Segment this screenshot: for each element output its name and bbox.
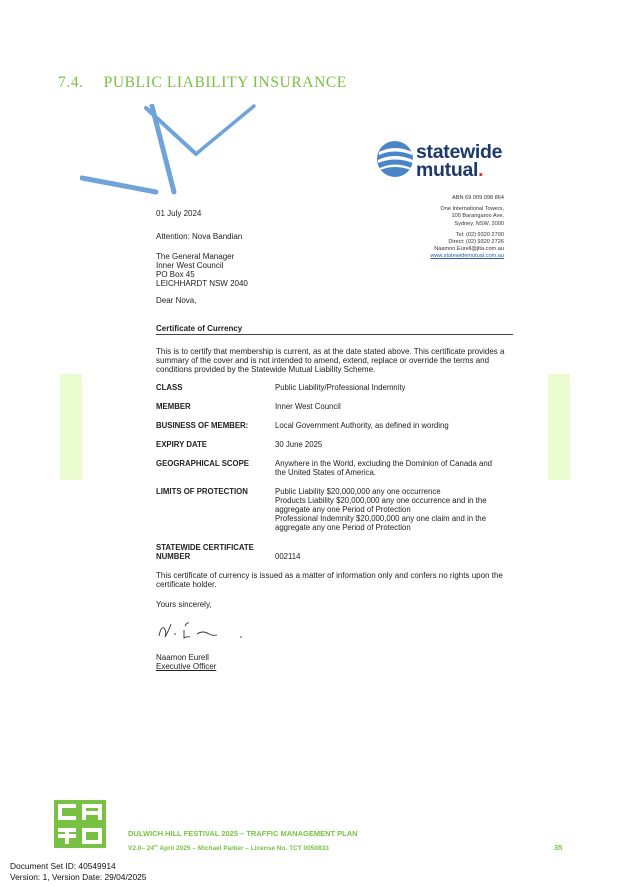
certificate-title: Certificate of Currency	[156, 324, 243, 333]
certificate-title-rule	[156, 334, 513, 335]
limits-line: Public Liability $20,000,000 any one occ…	[275, 487, 441, 496]
address-line: Sydney, NSW, 2000	[454, 220, 504, 227]
logo-line-2: mutual	[416, 159, 479, 181]
closing-paragraph: This certificate of currency is issued a…	[156, 571, 503, 589]
cert-number-label-line: NUMBER	[156, 552, 191, 561]
closing-line: This certificate of currency is issued a…	[156, 571, 503, 580]
row-label-class: CLASS	[156, 383, 183, 392]
intro-line: summary of the cover and is not intended…	[156, 356, 490, 365]
decorative-strokes	[80, 104, 256, 195]
insurer-direct: Direct: (02) 9320 2726	[448, 239, 504, 246]
row-value-limits: Public Liability $20,000,000 any one occ…	[275, 487, 515, 532]
section-heading: 7.4. PUBLIC LIABILITY INSURANCE	[58, 74, 347, 92]
insurer-website-link[interactable]: www.statewidemutual.com.au	[430, 253, 504, 260]
scope-line: the United States of America.	[275, 468, 376, 477]
statewide-mutual-logo-icon	[377, 141, 413, 177]
signoff: Yours sincerely,	[156, 600, 212, 609]
row-label-expiry: EXPIRY DATE	[156, 440, 207, 449]
row-label-scope: GEOGRAPHICAL SCOPE	[156, 459, 249, 468]
recipient-line: LEICHHARDT NSW 2040	[156, 279, 248, 288]
insurer-abn: ABN 69 009 098 864	[452, 195, 504, 201]
footer-version: V2.0– 24	[128, 845, 155, 853]
insurer-email: Naamon.Eurell@jlta.com.au	[434, 246, 504, 253]
row-value-expiry: 30 June 2025	[275, 440, 323, 449]
attention-line: Attention: Nova Bandian	[156, 232, 243, 241]
insurer-address-block: ABN 69 009 098 864 One International Tow…	[430, 195, 504, 261]
recipient-line: Inner West Council	[156, 261, 224, 270]
row-value-scope: Anywhere in the World, excluding the Dom…	[275, 459, 515, 477]
right-green-bar	[548, 374, 570, 480]
cert-number-label-line: STATEWIDE CERTIFICATE	[156, 543, 254, 552]
section-number: 7.4.	[58, 74, 84, 91]
signature-image	[158, 622, 242, 639]
limits-line: aggregate any one Period of Protection	[275, 523, 411, 532]
section-title: PUBLIC LIABILITY INSURANCE	[103, 74, 347, 91]
document-set-id: Document Set ID: 40549914	[10, 861, 116, 871]
recipient-line: The General Manager	[156, 252, 235, 261]
row-value-cert-number: 002114	[275, 552, 301, 561]
row-label-limits: LIMITS OF PROTECTION	[156, 487, 248, 496]
address-line: One International Towers,	[440, 206, 504, 213]
row-label-member: MEMBER	[156, 402, 191, 411]
closing-line: certificate holder.	[156, 580, 217, 589]
intro-paragraph: This is to certify that membership is cu…	[156, 347, 504, 374]
footer-details: April 2025 – Michael Parker – License No…	[157, 845, 329, 853]
intro-line: This is to certify that membership is cu…	[156, 347, 505, 356]
document-version: Version: 1, Version Date: 29/04/2025	[10, 872, 147, 882]
footer-subtitle: V2.0– 24th April 2025 – Michael Parker –…	[128, 843, 329, 852]
left-green-bar	[60, 374, 82, 480]
signatory-name: Naamon Eurell	[156, 653, 209, 662]
row-value-class: Public Liability/Professional Indemnity	[275, 383, 406, 392]
ca-td-logo-icon	[54, 800, 106, 848]
insurer-logo-wordmark: statewide mutual.	[416, 141, 503, 181]
intro-line: conditions provided by the Statewide Mut…	[156, 365, 376, 374]
logo-line-1: statewide	[416, 141, 503, 163]
page-number: 35	[554, 843, 563, 852]
logo-dot: .	[478, 159, 484, 181]
row-label-business: BUSINESS OF MEMBER:	[156, 421, 249, 430]
limits-line: Professional Indemnity $20,000,000 any o…	[275, 514, 487, 523]
row-label-cert-number: STATEWIDE CERTIFICATE NUMBER	[156, 543, 254, 561]
footer-superscript: th	[154, 843, 158, 848]
recipient-address: The General Manager Inner West Council P…	[156, 252, 248, 288]
letter-date: 01 July 2024	[156, 209, 202, 218]
limits-line: Products Liability $20,000,000 any one o…	[275, 496, 487, 505]
row-value-member: Inner West Council	[275, 402, 341, 411]
recipient-line: PO Box 45	[156, 270, 195, 279]
salutation: Dear Nova,	[156, 296, 197, 305]
address-line: 100 Barangaroo Ave,	[451, 213, 504, 220]
signatory-title: Executive Officer	[156, 662, 217, 671]
scope-line: Anywhere in the World, excluding the Dom…	[275, 459, 492, 468]
limits-line: aggregate any one Period of Protection	[275, 505, 411, 514]
insurer-tel: Tel: (02) 9320 2700	[455, 231, 504, 238]
footer-title: DULWICH HILL FESTIVAL 2025 – TRAFFIC MAN…	[128, 829, 358, 838]
row-value-business: Local Government Authority, as defined i…	[275, 421, 449, 430]
